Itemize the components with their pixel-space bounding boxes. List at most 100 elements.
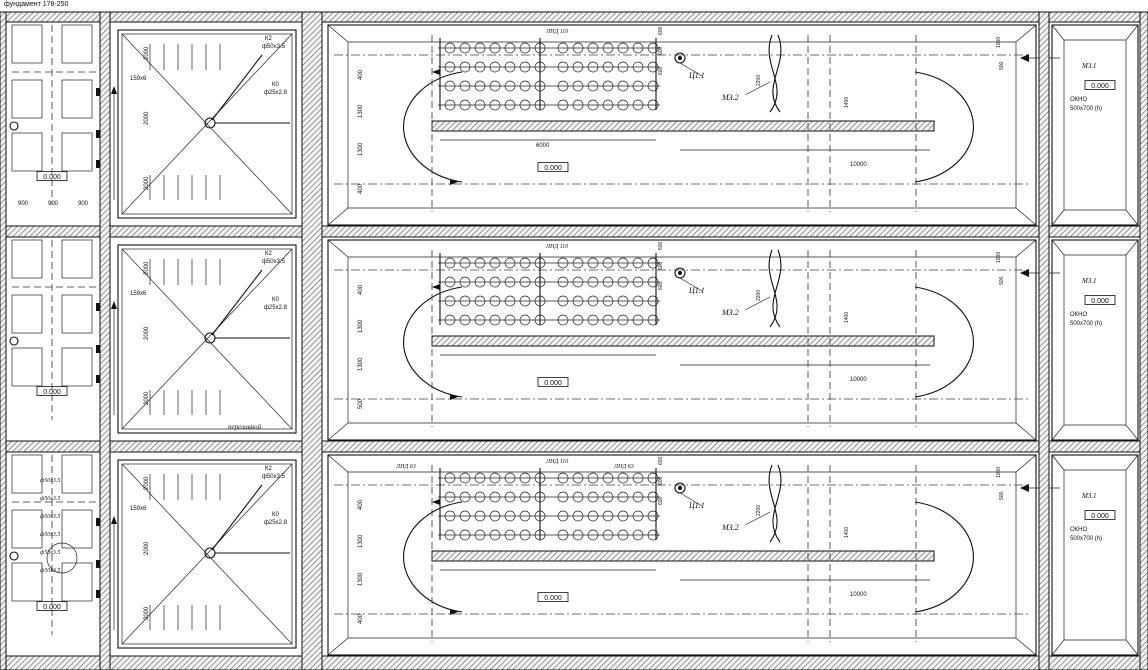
tank-outline bbox=[117, 244, 297, 434]
k0-size-label: ф25х2.8 bbox=[264, 90, 288, 96]
k2-pipe bbox=[211, 484, 263, 551]
divider-wall bbox=[431, 120, 935, 132]
arrow-right-icon bbox=[450, 394, 458, 400]
tank-inner bbox=[121, 248, 293, 430]
k2-label: К2 bbox=[265, 36, 272, 42]
item-a-label: Ц1.1 bbox=[688, 501, 705, 510]
corner-line bbox=[1015, 207, 1037, 226]
corner-line bbox=[1015, 24, 1037, 43]
pool-dim-label: 1300 bbox=[358, 357, 364, 371]
pipe-callout-label: ф50х3.5 bbox=[40, 549, 60, 556]
item-a-label: Ц1.1 bbox=[688, 286, 705, 295]
mixer-blade-icon bbox=[768, 34, 778, 113]
drain-icon bbox=[9, 551, 19, 561]
corner-line bbox=[327, 454, 349, 473]
valve-icon bbox=[96, 518, 100, 526]
pool-dim-label: 1300 bbox=[358, 534, 364, 548]
drain-icon bbox=[9, 336, 19, 346]
pool-mark-label: 0.000 bbox=[544, 165, 562, 172]
chamber-outline bbox=[1051, 239, 1139, 441]
pipe-callout-label: ф50х3.5 bbox=[40, 513, 60, 520]
plan-row-3: 0.000 К2ф50х3.5К0ф25х2.8159х6200020002000… bbox=[9, 454, 1139, 656]
arrow-left-icon bbox=[432, 284, 440, 290]
bay-dim-label: 900 bbox=[48, 201, 59, 207]
flow-loop-left bbox=[403, 71, 463, 183]
item-dim-label: 600 bbox=[658, 66, 664, 75]
arrow-left-icon bbox=[1020, 269, 1029, 277]
corner-line bbox=[1125, 454, 1139, 471]
mixer-blade-icon bbox=[768, 249, 778, 328]
length-long-label: 10000 bbox=[850, 377, 867, 383]
outer-walls bbox=[0, 11, 1148, 670]
valve-icon bbox=[96, 590, 100, 598]
tank-inner bbox=[121, 33, 293, 215]
length-long-label: 10000 bbox=[850, 162, 867, 168]
left-bay: 0.000 bbox=[9, 454, 100, 635]
k2-label: К2 bbox=[265, 466, 272, 472]
length-long-label: 10000 bbox=[850, 592, 867, 598]
window-label: ОКНО bbox=[1070, 97, 1087, 103]
grid-label: ЛНД 110 bbox=[545, 244, 568, 250]
chamber-mark-label: 0.000 bbox=[1091, 298, 1109, 305]
chamber-outline bbox=[1051, 24, 1139, 226]
flow-loop-right bbox=[914, 71, 974, 183]
valve-icon bbox=[96, 88, 100, 96]
arrow-left-icon bbox=[432, 69, 440, 75]
arrow-up-icon bbox=[111, 516, 117, 524]
window-size-label: 500х700 (h) bbox=[1070, 321, 1102, 327]
window-size-label: 500х700 (h) bbox=[1070, 106, 1102, 112]
k2-size-label: ф50х3.5 bbox=[262, 259, 286, 265]
main-pool: ЛНД 110Ц1.1МЗ.21000040013001300400600600… bbox=[327, 454, 1037, 656]
chamber-mark-label-frame bbox=[1084, 295, 1116, 305]
corner-line bbox=[327, 24, 349, 43]
valve-icon bbox=[96, 130, 100, 138]
item-dim-label: 600 bbox=[658, 496, 664, 505]
chamber-item-label: МЗ.1 bbox=[1081, 492, 1097, 500]
tank-dim-label: 2000 bbox=[144, 261, 150, 275]
valve-icon bbox=[96, 560, 100, 568]
mixer-blade-icon bbox=[772, 34, 782, 113]
mixer-dim-label: 1400 bbox=[844, 312, 850, 323]
tank-dim-label: 2000 bbox=[144, 176, 150, 190]
pipe-callout-label: ф50х3.5 bbox=[40, 477, 60, 484]
pool-dim-label: 1300 bbox=[358, 142, 364, 156]
main-pool: ЛНД 110Ц1.1МЗ.21000060004001300130040060… bbox=[327, 24, 1037, 226]
corner-line bbox=[327, 239, 349, 258]
corner-line bbox=[1015, 422, 1037, 441]
flow-loop-right bbox=[914, 501, 974, 613]
item-dim-label: 600 bbox=[658, 46, 664, 55]
tank-dim-label: 2000 bbox=[144, 111, 150, 125]
item-a-label: Ц1.1 bbox=[688, 71, 705, 80]
pool-mark-label-frame bbox=[537, 377, 569, 387]
pool-mark-label: 0.000 bbox=[544, 380, 562, 387]
corner-line bbox=[1125, 639, 1139, 656]
item-dim-label: 600 bbox=[658, 476, 664, 485]
tank-outline bbox=[117, 459, 297, 649]
bay-mark-label: 0.000 bbox=[43, 389, 61, 396]
pool-dim-label: 400 bbox=[358, 613, 364, 624]
pipe-callout-label: ф50х3.5 bbox=[40, 495, 60, 502]
item-dim-label: 600 bbox=[658, 241, 664, 250]
chamber-dim-label: 1000 bbox=[996, 467, 1002, 478]
item-b-label: МЗ.2 bbox=[721, 308, 739, 317]
pool-mark-label: 0.000 bbox=[544, 595, 562, 602]
grid-label: ЛНД 110 bbox=[545, 29, 568, 35]
drain-icon bbox=[9, 121, 19, 131]
corner-line bbox=[1125, 239, 1139, 256]
window-size-label: 500х700 (h) bbox=[1070, 536, 1102, 542]
chamber-dim-label: 500 bbox=[999, 61, 1005, 70]
chamber-item-label: МЗ.1 bbox=[1081, 277, 1097, 285]
bay-mark-label: 0.000 bbox=[43, 604, 61, 611]
corner-line bbox=[1051, 424, 1065, 441]
valve-icon bbox=[96, 345, 100, 353]
arrow-right-icon bbox=[450, 609, 458, 615]
chamber-dim-label: 1000 bbox=[996, 252, 1002, 263]
extra-grid-label: ЛНД 63 bbox=[395, 464, 416, 470]
chamber-dim-label: 1000 bbox=[996, 37, 1002, 48]
title-fragment: фундамент 178-250 bbox=[4, 1, 69, 8]
